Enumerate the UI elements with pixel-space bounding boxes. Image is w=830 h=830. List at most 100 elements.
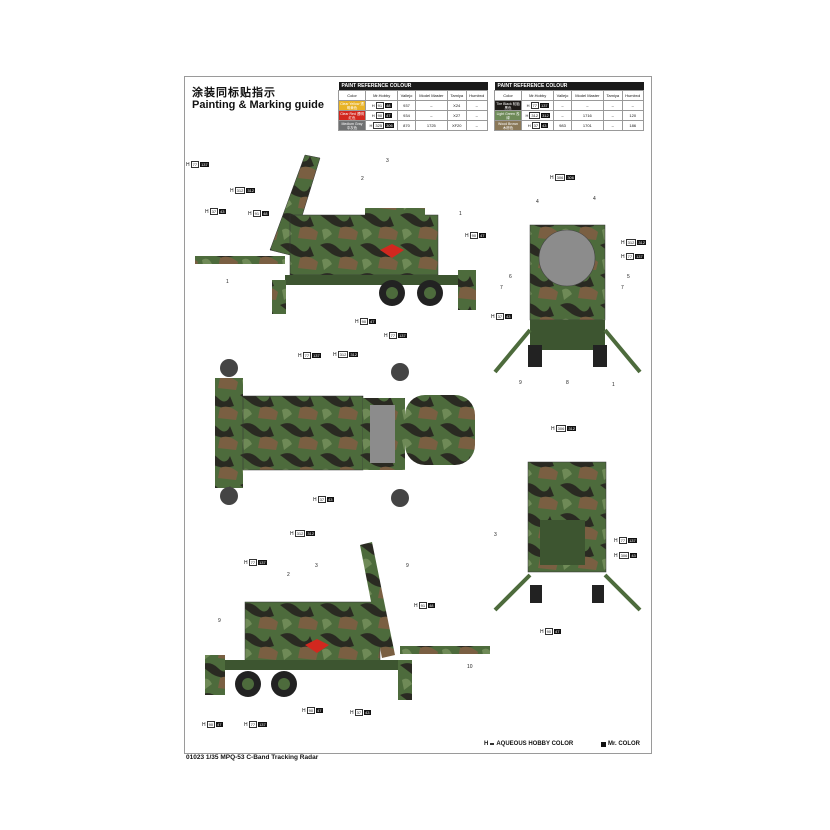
part-number: 2 [361, 176, 364, 182]
radar-top-face [370, 405, 395, 463]
part-number: 4 [536, 199, 539, 205]
legend-aqueous-label: AQUEOUS HOBBY COLOR [496, 741, 574, 747]
drawbar [400, 646, 490, 654]
title-english: Painting & Marking guide [192, 99, 325, 111]
jack-pad [220, 359, 238, 377]
shelter-top [242, 395, 364, 471]
hazard-placard [380, 244, 404, 258]
rear-view-top [493, 224, 642, 374]
wheel [530, 585, 542, 603]
jack-pad [391, 489, 409, 507]
legend-mr-color: Mr. COLOR [601, 741, 640, 747]
shelter-body [244, 601, 381, 663]
humbrol-cell: – [465, 120, 488, 131]
rear-jack [458, 270, 476, 310]
top-view [215, 359, 475, 507]
front-door [540, 520, 585, 565]
hazard-placard [305, 639, 329, 653]
part-number: 2 [287, 572, 290, 578]
side-view-bottom [205, 542, 490, 700]
jack-pad [220, 487, 238, 505]
part-number: 4 [593, 196, 596, 202]
part-number: 3 [494, 532, 497, 538]
front-jack [398, 660, 412, 700]
title-chinese: 涂装同标贴指示 [192, 86, 276, 99]
wheel [528, 345, 542, 367]
rear-section [405, 395, 475, 465]
paint-table-caption: PAINT REFERENCE COLOUR [494, 82, 644, 91]
part-number: 10 [467, 664, 473, 670]
front-jack [272, 280, 286, 314]
outrigger [493, 573, 642, 612]
mm-cell: 1725 [414, 120, 448, 131]
part-number: 9 [218, 618, 221, 624]
front-view [493, 461, 642, 612]
antenna-panel [269, 154, 321, 256]
part-number: 1 [459, 211, 462, 217]
legend-mr-color-label: Mr. COLOR [608, 741, 641, 747]
drawbar [195, 256, 285, 264]
paint-table-caption: PAINT REFERENCE COLOUR [338, 82, 488, 91]
shelter-body [289, 214, 439, 276]
radar-face [538, 229, 596, 287]
part-number: 9 [406, 563, 409, 569]
paint-table-right: PAINT REFERENCE COLOUR Color Mr.Hobby Va… [494, 82, 644, 131]
part-number: 7 [500, 285, 503, 291]
jack-pad [391, 363, 409, 381]
wheel [592, 585, 604, 603]
part-number: 8 [566, 380, 569, 386]
part-number: 3 [386, 158, 389, 164]
outrigger [493, 328, 642, 374]
paint-table-left: PAINT REFERENCE COLOUR Color Mr.Hobby Va… [338, 82, 488, 131]
humbrol-cell: 186 [621, 120, 644, 131]
vallejo-cell: 983 [553, 120, 572, 131]
antenna-panel [360, 542, 395, 658]
black-square-icon [601, 741, 606, 747]
part-number: 1 [226, 279, 229, 285]
front-section [215, 378, 243, 488]
wheel [593, 345, 607, 367]
part-number: 6 [509, 274, 512, 280]
part-number: 7 [621, 285, 624, 291]
chassis [205, 660, 400, 670]
rear-chassis [530, 320, 605, 350]
part-number: 1 [612, 382, 615, 388]
rear-jack [205, 655, 225, 695]
part-number: 5 [627, 274, 630, 280]
chassis [285, 275, 465, 285]
vallejo-cell: 870 [397, 120, 416, 131]
part-number: 9 [519, 380, 522, 386]
footer-caption: 01023 1/35 MPQ-53 C-Band Tracking Radar [186, 754, 319, 761]
part-number: 3 [315, 563, 318, 569]
